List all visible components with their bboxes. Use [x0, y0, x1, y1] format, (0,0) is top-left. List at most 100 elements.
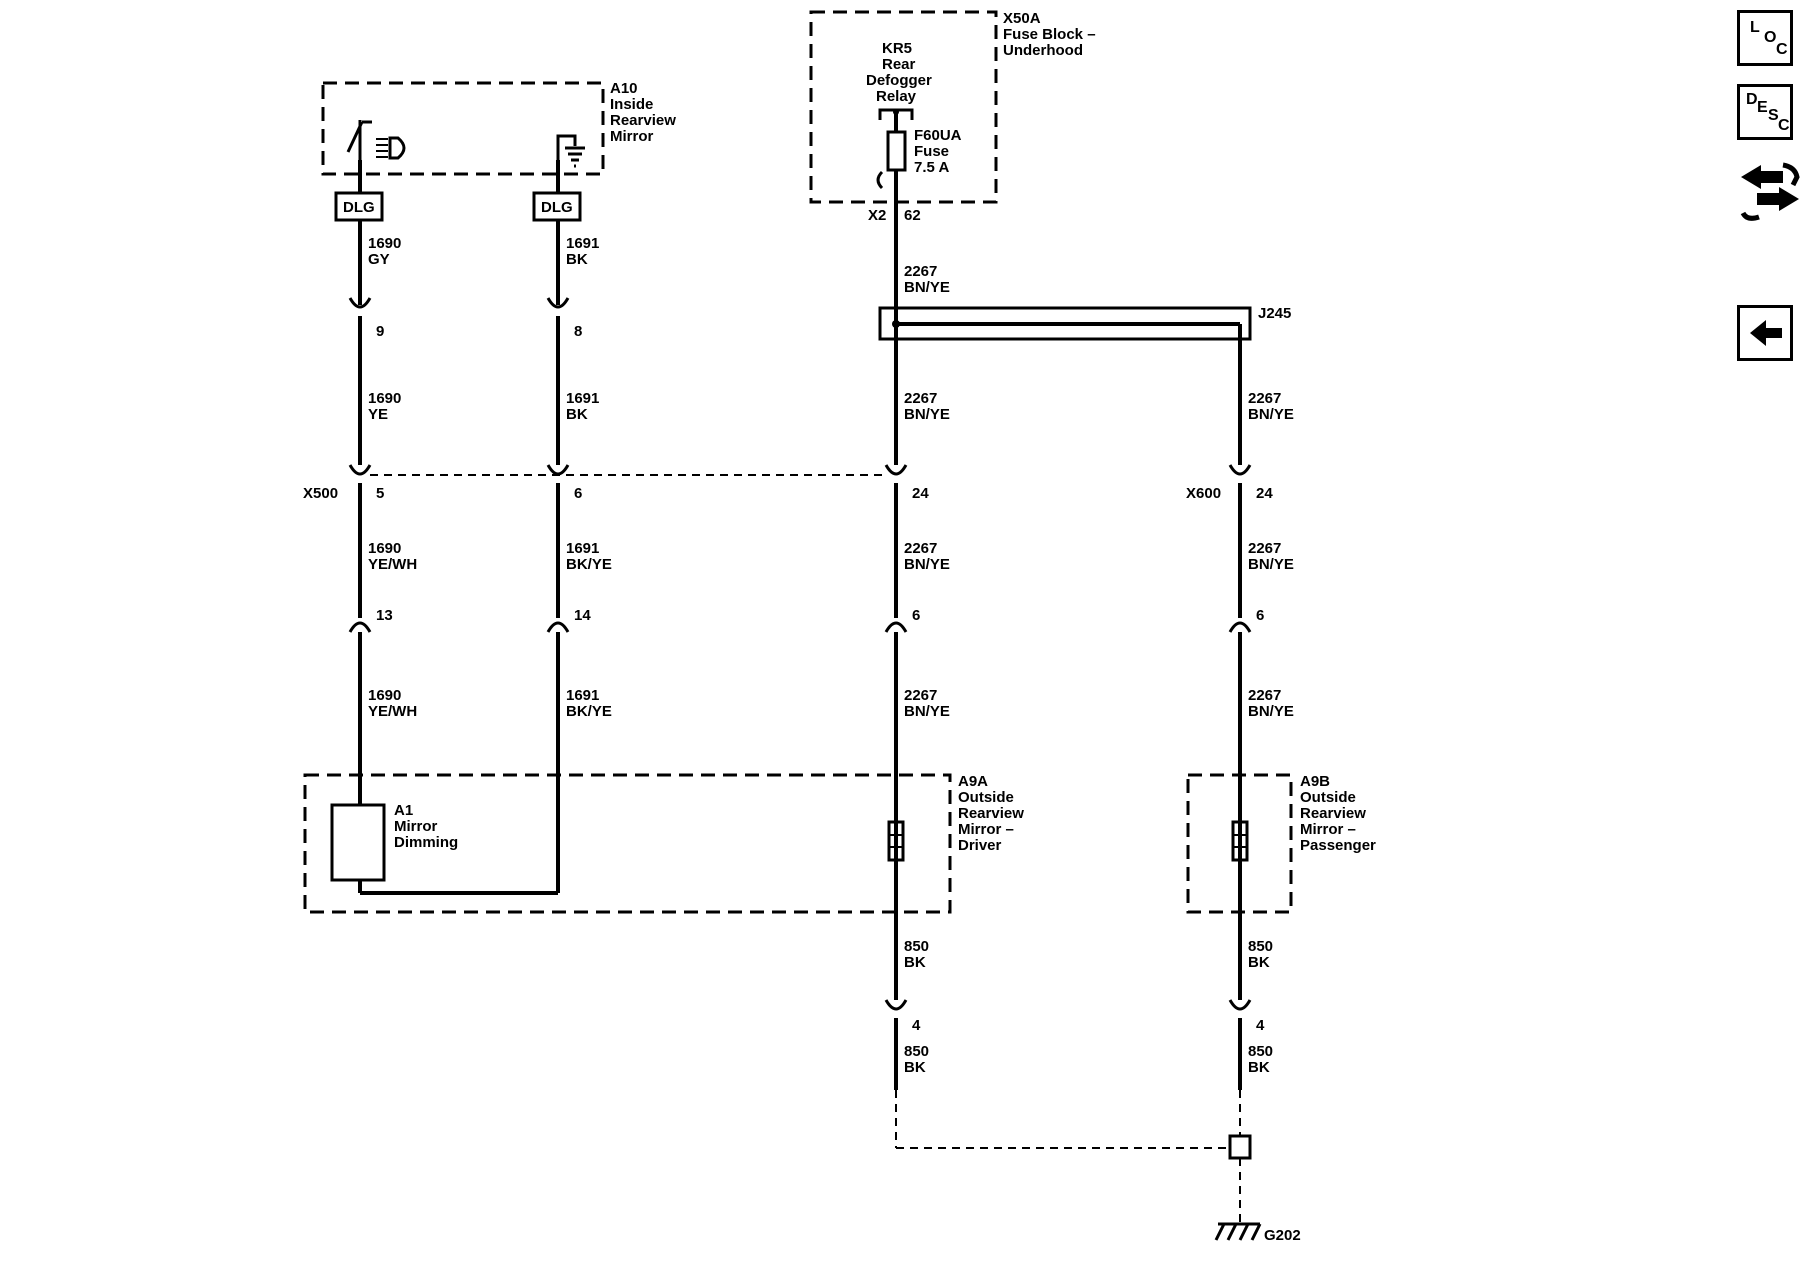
desc-letter-s: S: [1768, 107, 1779, 124]
circuit-2267-passenger: [1228, 324, 1252, 1222]
a9a-outside-mirror-driver: A9A Outside Rearview Mirror – Driver: [303, 773, 1024, 914]
a10-line-3: Mirror: [610, 128, 654, 145]
loc-letter-o: O: [1764, 29, 1777, 46]
a1-line-1: Mirror: [394, 818, 438, 835]
wire-label-1691-b: 1691: [566, 390, 599, 407]
wire-label-2267-g: 2267: [1248, 687, 1281, 704]
x2-pin: 62: [904, 207, 921, 224]
a9a-line-4: Driver: [958, 837, 1002, 854]
a9b-id: A9B: [1300, 773, 1330, 790]
loc-letter-c: C: [1776, 41, 1788, 58]
fuse-icon: [886, 130, 907, 172]
x2-connector: X2: [868, 207, 886, 224]
x500-label: X500: [303, 485, 338, 502]
x600-label: X600: [1186, 485, 1221, 502]
pin-c3-bot: 4: [912, 1017, 921, 1034]
f60ua-line-1: Fuse: [914, 143, 949, 160]
a9a-line-3: Mirror –: [958, 821, 1014, 838]
wire-color-ye: YE: [368, 406, 388, 423]
a10-inside-rearview-mirror: A10 Inside Rearview Mirror: [321, 80, 676, 176]
back-button[interactable]: [1737, 305, 1793, 361]
a9b-outside-mirror-passenger: A9B Outside Rearview Mirror – Passenger: [1186, 773, 1376, 914]
a9a-line-2: Rearview: [958, 805, 1024, 822]
wire-label-850-c: 850: [1248, 938, 1273, 955]
dlg-box-left: DLG: [334, 191, 384, 222]
svg-text:DLG: DLG: [343, 199, 375, 216]
wire-label-850-a: 850: [904, 938, 929, 955]
a10-line-2: Rearview: [610, 112, 676, 129]
dlg-box-right: DLG: [532, 191, 582, 222]
wire-label-1691-c: 1691: [566, 540, 599, 557]
j245-label: J245: [1258, 305, 1291, 322]
wire-color-gy: GY: [368, 251, 390, 268]
x50a-id: X50A: [1003, 10, 1041, 27]
pin-c3-x500: 24: [912, 485, 929, 502]
wire-label-2267-f: 2267: [1248, 540, 1281, 557]
wire-label-1690-d: 1690: [368, 687, 401, 704]
switch-icon: [346, 120, 372, 160]
wire-label-2267-c: 2267: [904, 540, 937, 557]
wire-color-bnye-f: BN/YE: [1248, 556, 1294, 573]
connector-swap-icon[interactable]: [1737, 155, 1800, 225]
desc-letter-e: E: [1757, 99, 1768, 116]
desc-letter-c: C: [1778, 117, 1790, 134]
light-icon: [376, 136, 406, 160]
a9a-line-1: Outside: [958, 789, 1014, 806]
ground-icon: [556, 134, 585, 168]
wire-label-1690-c: 1690: [368, 540, 401, 557]
location-button[interactable]: L O C: [1737, 10, 1793, 66]
description-button[interactable]: D E S C: [1737, 84, 1793, 140]
g202-ground-icon: [1214, 1222, 1262, 1241]
pin-c1-x500: 5: [376, 485, 384, 502]
pin-c3-mid: 6: [912, 607, 920, 624]
wire-color-bnye-e: BN/YE: [1248, 406, 1294, 423]
a9b-line-4: Passenger: [1300, 837, 1376, 854]
a10-id: A10: [610, 80, 638, 97]
heater-element-icon: [1231, 820, 1249, 862]
a10-line-1: Inside: [610, 96, 653, 113]
wire-color-bk-b: BK: [566, 406, 588, 423]
g202-label: G202: [1264, 1227, 1301, 1244]
pin-c2-mid: 14: [574, 607, 591, 624]
f60ua-line-2: 7.5 A: [914, 159, 949, 176]
f60ua-id: F60UA: [914, 127, 962, 144]
x50a-fuse-block: X50A Fuse Block – Underhood KR5 Rear Def…: [809, 10, 1096, 204]
j245-splice-pack: J245: [878, 305, 1291, 341]
x50a-line-2: Underhood: [1003, 42, 1083, 59]
wire-color-bnye-d: BN/YE: [904, 703, 950, 720]
kr5-line-1: Rear: [882, 56, 916, 73]
wire-color-bk-c: BK: [904, 954, 926, 971]
wire-color-bnye-a: BN/YE: [904, 279, 950, 296]
wire-color-yewh-b: YE/WH: [368, 703, 417, 720]
wire-label-1690-b: 1690: [368, 390, 401, 407]
wire-label-1691-a: 1691: [566, 235, 599, 252]
circuit-2267-driver: [884, 110, 1230, 1149]
wire-label-1691-d: 1691: [566, 687, 599, 704]
pin-c4-bot: 4: [1256, 1017, 1265, 1034]
wire-color-bnye-b: BN/YE: [904, 406, 950, 423]
loc-letter-l: L: [1750, 19, 1760, 36]
wire-color-bk-a: BK: [566, 251, 588, 268]
a1-mirror-dimming: A1 Mirror Dimming: [330, 802, 458, 882]
wire-label-850-d: 850: [1248, 1043, 1273, 1060]
a9b-line-2: Rearview: [1300, 805, 1366, 822]
x50a-line-1: Fuse Block –: [1003, 26, 1096, 43]
wire-label-2267-b: 2267: [904, 390, 937, 407]
pin-c1-top: 9: [376, 323, 384, 340]
pin-c4-x600: 24: [1256, 485, 1273, 502]
wire-color-bnye-g: BN/YE: [1248, 703, 1294, 720]
wire-label-2267-d: 2267: [904, 687, 937, 704]
kr5-id: KR5: [882, 40, 912, 57]
a9b-line-1: Outside: [1300, 789, 1356, 806]
circuit-1690: [348, 160, 372, 805]
wire-color-bkye-a: BK/YE: [566, 556, 612, 573]
a1-id: A1: [394, 802, 413, 819]
wire-label-1690-a: 1690: [368, 235, 401, 252]
wire-color-bk-f: BK: [1248, 1059, 1270, 1076]
heater-element-icon: [887, 820, 905, 862]
pin-c4-mid: 6: [1256, 607, 1264, 624]
circuit-1691: [358, 160, 570, 895]
svg-text:DLG: DLG: [541, 199, 573, 216]
a1-line-2: Dimming: [394, 834, 458, 851]
